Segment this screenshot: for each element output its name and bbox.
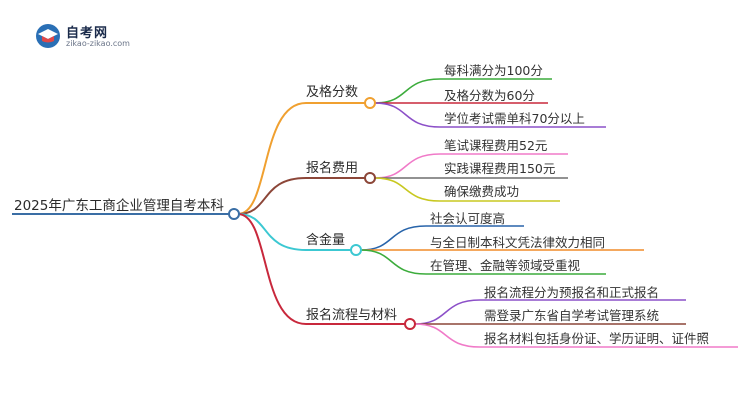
leaf-connector bbox=[374, 78, 441, 104]
branch-connector bbox=[237, 213, 307, 325]
leaf-connector bbox=[414, 299, 481, 325]
leaf-pass-score: 及格分数为60分 bbox=[444, 88, 535, 103]
leaf-written-fee: 笔试课程费用52元 bbox=[444, 138, 548, 153]
branch-connector bbox=[237, 102, 307, 215]
logo-subtitle: zikao-zikao.com bbox=[66, 39, 130, 48]
leaf-connector bbox=[360, 249, 427, 275]
root-topic: 2025年广东工商企业管理自考本科 bbox=[14, 198, 224, 214]
leaf-full-score: 每科满分为100分 bbox=[444, 63, 543, 78]
branch-node-circle bbox=[404, 318, 416, 330]
leaf-connector bbox=[374, 177, 441, 202]
leaf-connector bbox=[374, 153, 441, 179]
branch-label-value: 含金量 bbox=[306, 233, 346, 248]
leaf-practice-fee: 实践课程费用150元 bbox=[444, 161, 556, 176]
leaf-login-system: 需登录广东省自学考试管理系统 bbox=[484, 308, 660, 323]
branch-node-circle bbox=[364, 97, 376, 109]
branch-label-registration-fee: 报名费用 bbox=[306, 161, 359, 176]
leaf-recognition: 社会认可度高 bbox=[430, 211, 506, 226]
leaf-field-value: 在管理、金融等领域受重视 bbox=[430, 258, 581, 273]
leaf-process-steps: 报名流程分为预报名和正式报名 bbox=[484, 285, 660, 300]
leaf-connector bbox=[360, 225, 427, 251]
root-node-circle bbox=[228, 208, 240, 220]
branch-label-passing-score: 及格分数 bbox=[306, 85, 359, 100]
branch-node-circle bbox=[364, 172, 376, 184]
leaf-connector bbox=[414, 323, 481, 348]
branch-connector bbox=[237, 213, 307, 251]
leaf-payment: 确保缴费成功 bbox=[444, 184, 520, 199]
branch-label-process-materials: 报名流程与材料 bbox=[306, 308, 398, 323]
leaf-legal-equivalence: 与全日制本科文凭法律效力相同 bbox=[430, 235, 606, 250]
logo-title: 自考网 bbox=[66, 26, 109, 41]
leaf-materials: 报名材料包括身份证、学历证明、证件照 bbox=[484, 331, 710, 346]
leaf-connector bbox=[374, 102, 441, 128]
branch-node-circle bbox=[350, 244, 362, 256]
leaf-degree-score: 学位考试需单科70分以上 bbox=[444, 111, 585, 126]
graduation-cap-logo-icon bbox=[36, 24, 60, 48]
branch-connector bbox=[237, 177, 307, 215]
